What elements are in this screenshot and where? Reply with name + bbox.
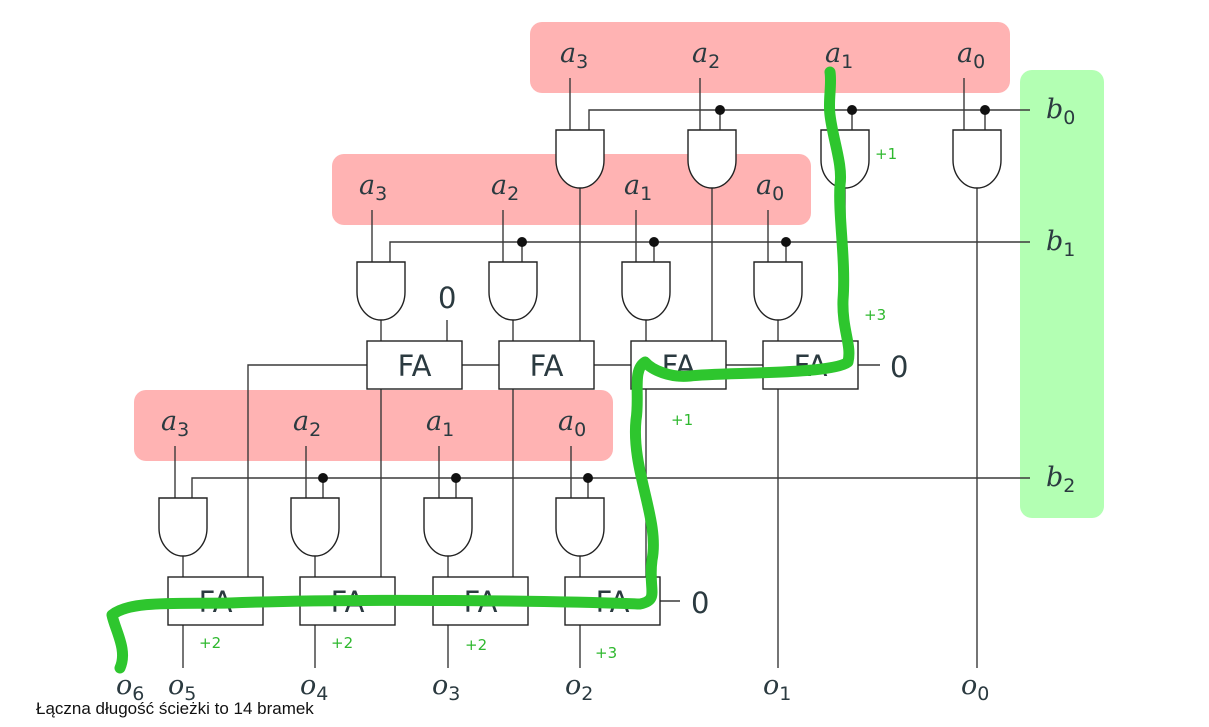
- delay-label: +1: [671, 411, 693, 429]
- a-label-row2: a3: [161, 406, 189, 441]
- carry-out-wire: [247, 364, 367, 577]
- critical-path-stroke: [106, 66, 855, 674]
- fa-label: FA: [530, 349, 564, 383]
- junction-dot: [781, 237, 791, 247]
- and-gate: [687, 129, 737, 189]
- and-gate: [488, 261, 538, 321]
- and-gate: [356, 261, 406, 321]
- carry-in-zero: 0: [890, 350, 908, 384]
- a-row-0-highlight: [530, 22, 1010, 93]
- fa-label: FA: [398, 349, 432, 383]
- full-adder: [366, 340, 463, 390]
- critical-path: [106, 66, 855, 674]
- b-column-highlight: [1020, 70, 1104, 518]
- carry-in-zero: 0: [691, 586, 709, 620]
- delay-label: +2: [199, 634, 221, 652]
- junction-dot: [451, 473, 461, 483]
- and-gate: [555, 129, 605, 189]
- and-gate: [423, 497, 473, 557]
- wire: [191, 477, 1030, 498]
- output-label: o3: [432, 670, 460, 705]
- output-label: o2: [565, 670, 593, 705]
- wire: [389, 241, 1030, 262]
- output-label: o1: [763, 670, 791, 705]
- carry-in-zero: 0: [438, 281, 456, 315]
- junction-dot: [715, 105, 725, 115]
- and-gate: [290, 497, 340, 557]
- and-gate: [753, 261, 803, 321]
- junction-dot: [980, 105, 990, 115]
- output-label: o0: [961, 670, 989, 705]
- delay-label: +2: [331, 634, 353, 652]
- and-gate: [555, 497, 605, 557]
- delay-label: +3: [595, 644, 617, 662]
- junction-dot: [583, 473, 593, 483]
- junction-dot: [517, 237, 527, 247]
- b-label: b2: [1046, 462, 1075, 497]
- junction-dot: [318, 473, 328, 483]
- and-gate: [158, 497, 208, 557]
- junction-dot: [649, 237, 659, 247]
- delay-annotations: +1 +3 +1 +2 +2 +2 +3: [199, 145, 897, 662]
- delay-label: +1: [875, 145, 897, 163]
- a-label-row1: a0: [756, 170, 784, 205]
- delay-label: +2: [465, 636, 487, 654]
- and-gate: [952, 129, 1002, 189]
- a-label-row0: a3: [560, 38, 588, 73]
- caption: Łączna długość ścieżki to 14 bramek: [36, 699, 314, 718]
- wire: [588, 109, 1030, 130]
- and-gates: [158, 129, 1002, 557]
- full-adder: [498, 340, 595, 390]
- and-gate: [621, 261, 671, 321]
- delay-label: +3: [864, 306, 886, 324]
- junction-dot: [847, 105, 857, 115]
- a-row-2-highlight: [134, 390, 613, 461]
